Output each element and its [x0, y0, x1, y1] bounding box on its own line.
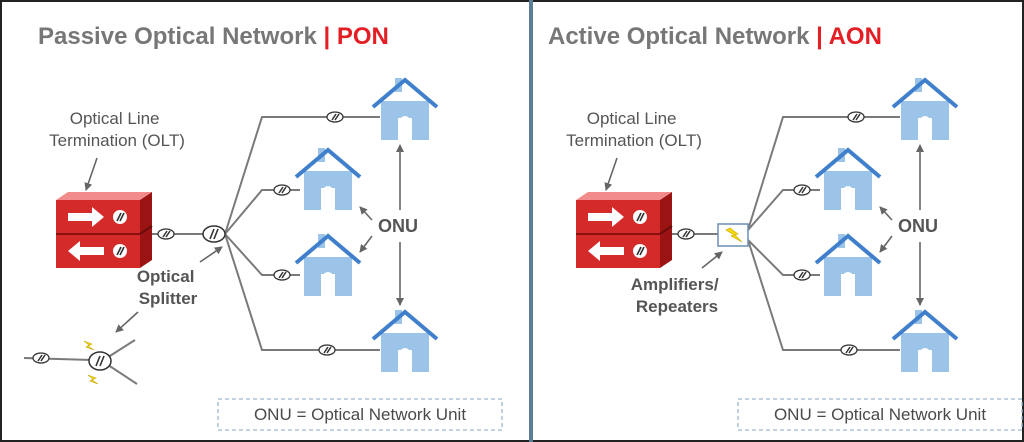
pon-splitter-label: Optical Splitter: [137, 267, 199, 308]
pon-panel: Passive Optical Network | PON: [23, 23, 503, 431]
pon-title-main: Passive Optical Network: [38, 23, 317, 50]
pon-connector-icon: [273, 184, 291, 196]
aon-connector-icon: [840, 344, 858, 356]
aon-arrows: [604, 144, 924, 306]
aon-connector-icon: [847, 111, 865, 123]
aon-onu-label: ONU: [898, 216, 938, 236]
pon-connector-icon: [326, 111, 344, 123]
aon-amp-label: Amplifiers/ Repeaters: [631, 275, 724, 316]
aon-title-abbr: AON: [829, 23, 882, 50]
pon-mini-splitter-icon: [88, 351, 112, 371]
pon-title: Passive Optical Network | PON: [38, 23, 389, 50]
pon-connector-icon: [318, 344, 336, 356]
aon-amplifier-icon: [717, 223, 749, 247]
aon-title-main: Active Optical Network: [548, 23, 810, 50]
aon-panel: Active Optical Network | AON Optical Lin…: [548, 23, 1023, 431]
aon-olt-label: Optical Line Termination (OLT): [566, 109, 702, 150]
aon-legend-text: ONU = Optical Network Unit: [774, 405, 986, 424]
aon-connector-icon: [677, 228, 695, 240]
aon-title: Active Optical Network | AON: [548, 23, 882, 50]
aon-legend-box: [737, 398, 1023, 431]
pon-house-icon: [371, 308, 439, 374]
aon-house-icon: [814, 146, 882, 212]
aon-connector-icon: [793, 184, 811, 196]
pon-connector-icon: [273, 269, 291, 281]
pon-house-icon: [294, 232, 362, 298]
pon-onu-label: ONU: [378, 216, 418, 236]
aon-house-icon: [891, 76, 959, 142]
pon-olt-device-icon: [55, 191, 153, 269]
aon-olt-device-icon: [575, 191, 673, 269]
pon-connector-icon: [32, 352, 50, 364]
pon-legend-box: [217, 398, 503, 431]
pon-connector-icon: [157, 228, 175, 240]
pon-title-sep: |: [323, 23, 330, 50]
pon-optical-splitter-icon: [202, 225, 226, 243]
aon-house-icon: [891, 308, 959, 374]
pon-arrows: [84, 144, 404, 333]
pon-legend-text: ONU = Optical Network Unit: [254, 405, 466, 424]
aon-title-sep: |: [816, 23, 823, 50]
pon-title-abbr: PON: [337, 23, 389, 50]
pon-house-icon: [294, 146, 362, 212]
lightning-spark-icon: [83, 340, 95, 351]
lightning-spark-icon: [87, 374, 99, 385]
pon-olt-label: Optical Line Termination (OLT): [49, 109, 185, 150]
aon-house-icon: [814, 232, 882, 298]
pon-house-icon: [371, 76, 439, 142]
aon-connector-icon: [793, 269, 811, 281]
